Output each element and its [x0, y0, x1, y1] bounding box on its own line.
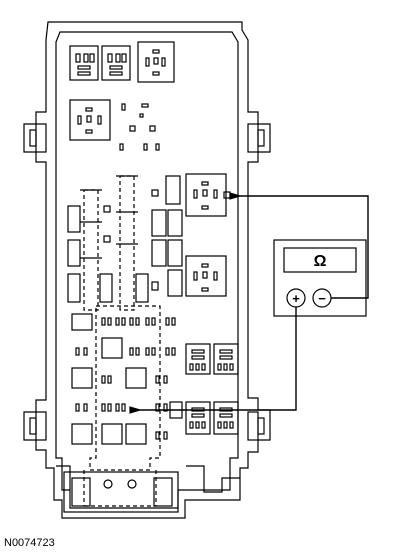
minus-symbol: −	[318, 291, 326, 306]
maxi-fuses-left	[67, 205, 149, 303]
mini-relay-2	[101, 45, 131, 81]
dashed-fuse-column-2	[116, 175, 138, 311]
fuse-box-housing	[23, 21, 271, 519]
tall-fuse-stack	[151, 175, 183, 297]
iso-relay-left	[69, 99, 111, 141]
dashed-fuse-column-1	[80, 189, 102, 311]
mini-fuse-array	[71, 313, 176, 445]
positive-test-lead	[140, 307, 297, 411]
mini-relays-right-lower	[169, 343, 239, 435]
probe-tip-icon	[129, 192, 243, 414]
mini-relay-1	[69, 45, 99, 81]
iso-relay-right-upper	[185, 173, 231, 217]
ohm-symbol: Ω	[314, 253, 327, 270]
iso-relay-top	[137, 41, 175, 83]
dashed-fuse-block-lower	[83, 305, 161, 507]
ohmmeter-display	[283, 247, 357, 273]
iso-relay-right-lower	[185, 255, 227, 297]
test-leads	[140, 195, 369, 411]
figure-reference-id: N0074723	[4, 537, 55, 549]
negative-test-lead	[240, 195, 369, 299]
small-pin-cluster	[119, 103, 160, 151]
ohmmeter-body	[273, 239, 367, 317]
plus-symbol: +	[292, 291, 300, 306]
